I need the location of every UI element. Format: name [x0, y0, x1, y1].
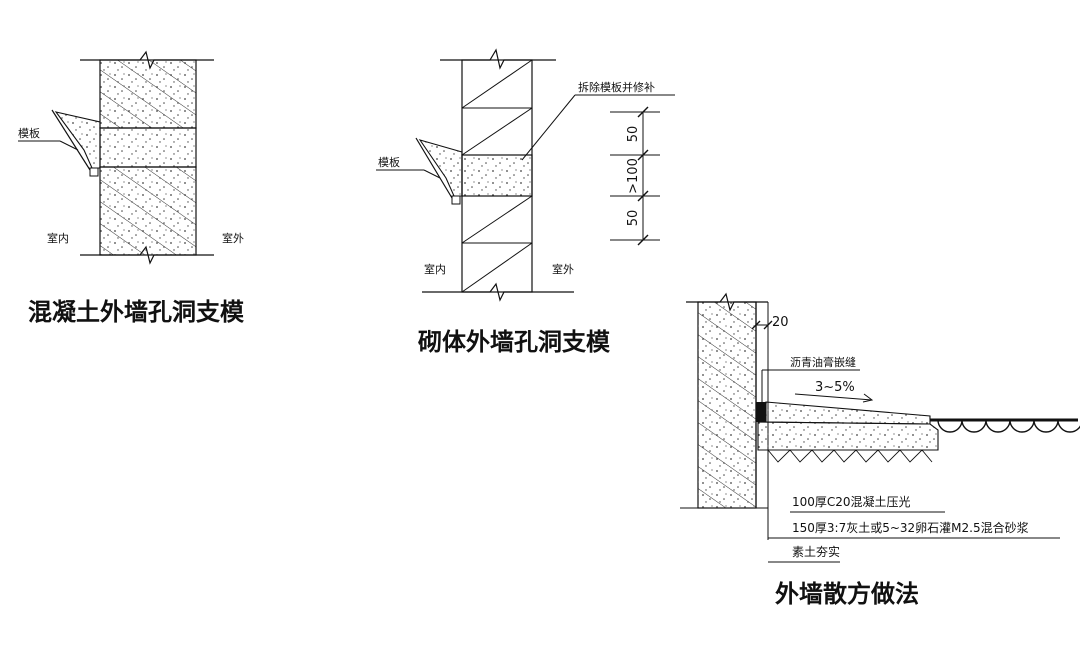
natural-ground	[930, 418, 1080, 433]
dimension-chain: 50 >100 50	[610, 106, 660, 246]
masonry-infill	[461, 154, 533, 197]
concrete-infill	[99, 127, 197, 168]
apron-base-layer	[757, 421, 939, 451]
asphalt-joint	[756, 402, 766, 422]
dim-middle: >100	[626, 158, 641, 194]
indoor-label: 室内	[424, 262, 446, 276]
break-mark-bottom	[80, 245, 214, 265]
apron-caption: 外墙散方做法	[775, 580, 919, 608]
concrete-caption: 混凝土外墙孔洞支模	[28, 298, 245, 326]
slope-label: 3~5%	[815, 380, 855, 395]
gap-dim: 20	[772, 315, 789, 330]
formwork-hopper	[54, 111, 101, 169]
masonry-wall-detail: 模板 拆除模板并修补 50 >100 50 室内 室外 砌体外墙孔洞支模	[376, 48, 675, 356]
break-mark-bottom	[422, 282, 574, 302]
slope-arrow	[794, 393, 873, 401]
concrete-wall-detail: 模板 室内 室外 混凝土外墙孔洞支模	[18, 50, 245, 326]
compacted-soil	[766, 449, 938, 463]
layer-soil: 素土夯实	[792, 544, 840, 559]
outdoor-label: 室外	[222, 231, 244, 245]
wall-break-mark	[686, 292, 768, 312]
apron-concrete-layer	[765, 401, 931, 425]
masonry-caption: 砌体外墙孔洞支模	[418, 328, 611, 356]
formwork-label: 模板	[18, 126, 40, 140]
layer-callouts: 100厚C20混凝土压光 150厚3:7灰土或5~32卵石灌M2.5混合砂浆 素…	[768, 494, 1060, 563]
dim-upper: 50	[626, 126, 641, 143]
indoor-label: 室内	[47, 231, 69, 245]
apron-detail: 20 沥青油膏嵌缝 3~5% 100厚C20混凝土压光 150厚3:7灰	[680, 292, 1080, 608]
break-mark-top	[440, 48, 556, 70]
joint-label: 沥青油膏嵌缝	[790, 355, 856, 369]
break-mark-top	[80, 50, 214, 70]
outdoor-label: 室外	[552, 262, 574, 276]
repair-note-label: 拆除模板并修补	[578, 80, 655, 94]
layer-concrete: 100厚C20混凝土压光	[792, 494, 911, 509]
dim-lower: 50	[626, 210, 641, 227]
formwork-hopper	[418, 139, 463, 197]
formwork-label: 模板	[378, 155, 400, 169]
layer-base: 150厚3:7灰土或5~32卵石灌M2.5混合砂浆	[792, 520, 1029, 535]
